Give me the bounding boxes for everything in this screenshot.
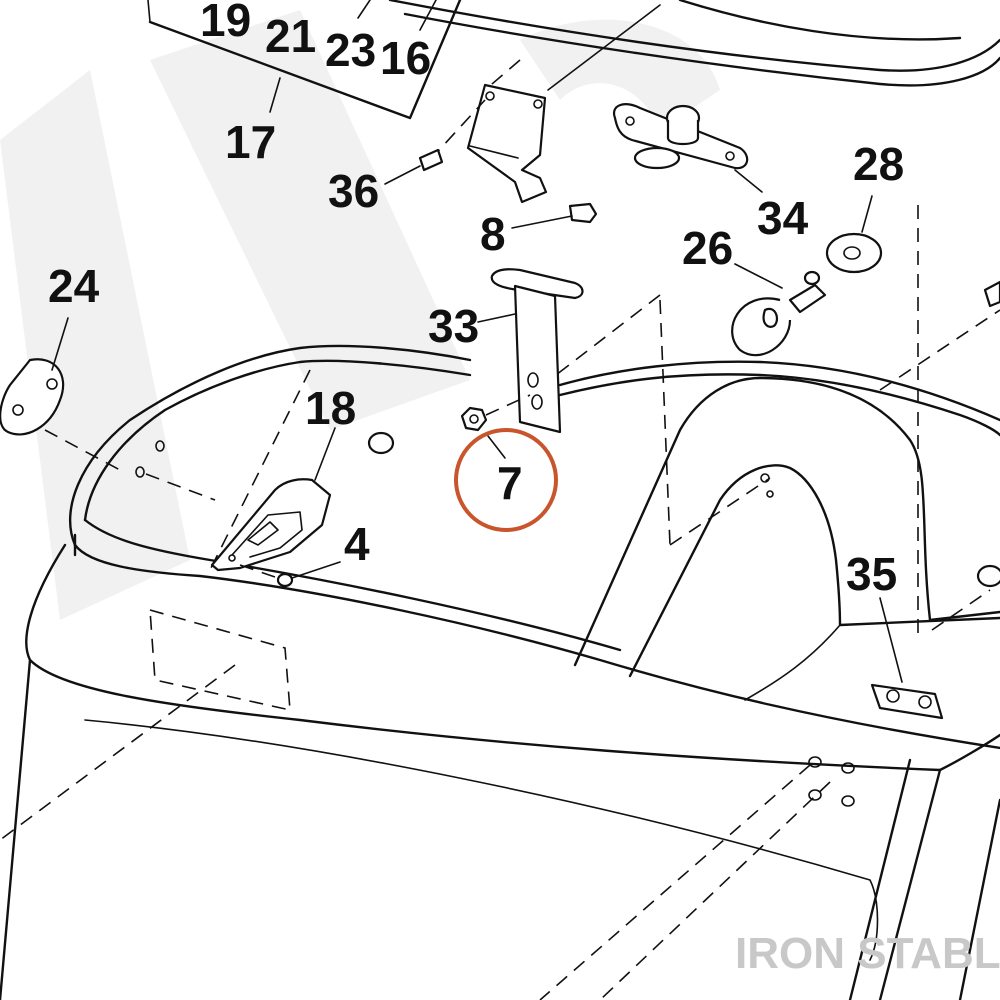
plate-35	[870, 597, 944, 720]
callout-28: 28	[853, 138, 904, 190]
tub-dashed-guides	[209, 294, 831, 1000]
front-recess-outline	[0, 608, 291, 841]
callout-23: 23	[325, 24, 376, 76]
washer-28	[825, 195, 883, 274]
washer-4	[239, 561, 341, 588]
callout-24: 24	[48, 260, 100, 312]
callout-34: 34	[757, 192, 809, 244]
callout-35: 35	[846, 548, 897, 600]
callout-33: 33	[428, 300, 479, 352]
callout-19: 19	[200, 0, 251, 46]
nut-7	[460, 394, 531, 459]
callout-16: 16	[380, 32, 431, 84]
callout-17: 17	[225, 116, 276, 168]
handle-bracket-33	[477, 268, 584, 434]
screw-8	[511, 202, 598, 229]
latch-18	[210, 427, 336, 572]
top-leader-lines	[269, 0, 437, 113]
main-body-tub	[0, 344, 1000, 1000]
highlight-circle-7	[454, 428, 558, 532]
watermark-text: IRON STABLE	[735, 929, 1000, 978]
callout-21: 21	[265, 10, 316, 62]
panel-17-outline	[147, 0, 462, 120]
callout-7: 7	[497, 457, 523, 509]
callout-26: 26	[682, 222, 733, 274]
callout-36: 36	[328, 165, 379, 217]
top-cover-panel	[388, 0, 1000, 87]
callout-4: 4	[344, 518, 370, 570]
callout-8: 8	[480, 208, 506, 260]
screw-right	[983, 280, 1000, 308]
bracket-8	[429, 4, 661, 204]
latch-34	[612, 103, 763, 193]
right-dashed-guides	[879, 205, 1000, 640]
screw-36	[384, 148, 444, 185]
callout-labels: 19 21 23 16 17 36 8 34 28 26 24 33 18 7 …	[48, 0, 904, 600]
callout-18: 18	[305, 382, 356, 434]
d-ring-fastener-26	[731, 263, 827, 357]
body-holes	[135, 431, 1000, 807]
